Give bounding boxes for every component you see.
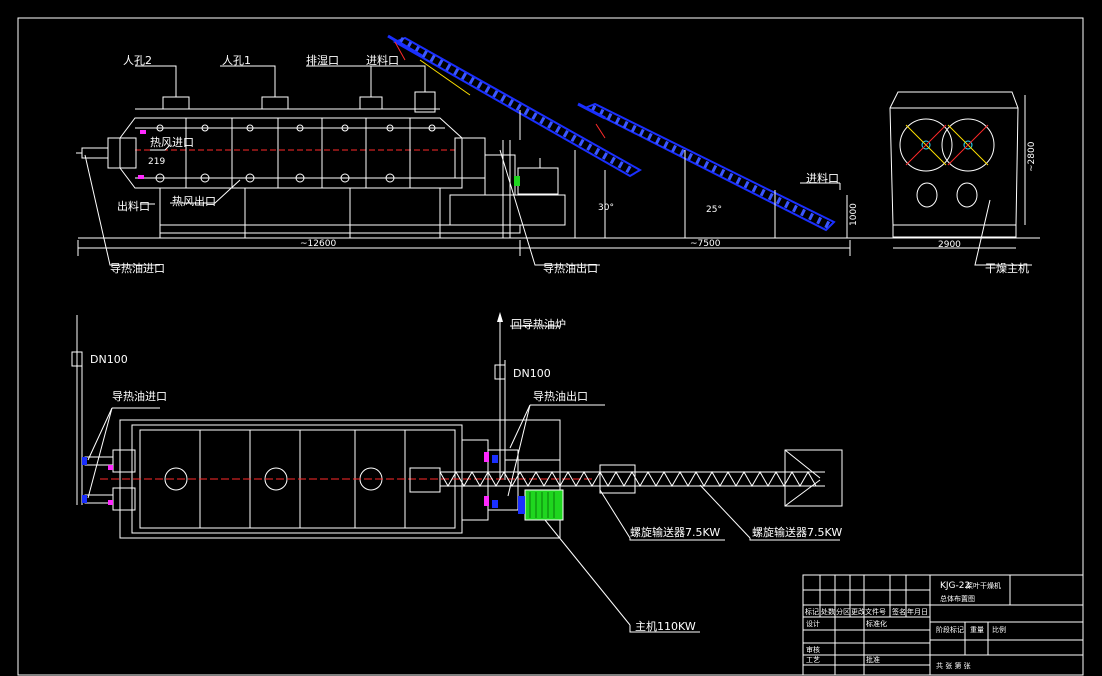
tb-sheets: 共 张 第 张: [936, 661, 971, 670]
label-oil-inlet-plan: 导热油进口: [112, 389, 167, 403]
screw-conveyor-plan: [439, 449, 843, 507]
title-model: KJG-22: [940, 581, 970, 591]
label-return-oil-furnace: 回导热油炉: [511, 317, 566, 331]
title-main: 总体布置图: [940, 594, 975, 603]
title-block: [802, 574, 1084, 676]
dim-angle-1: 30°: [598, 203, 614, 213]
tb-zone: 分区: [836, 607, 850, 616]
label-hot-air-inlet: 热风进口: [150, 136, 194, 149]
label-feed-port-right: 进料口: [806, 171, 839, 185]
tb-change: 更改文件号: [851, 607, 886, 616]
label-discharge-port: 出料口: [117, 199, 150, 213]
label-feed-port-top: 进料口: [366, 53, 399, 67]
dim-width-end: 2900: [938, 240, 961, 250]
end-view: [889, 91, 1026, 249]
label-dn100-left: DN100: [90, 353, 128, 366]
drawing-frame: [17, 17, 1084, 676]
dim-length-main: ~12600: [300, 239, 336, 249]
tb-scale: 比例: [992, 625, 1006, 634]
labels: 人孔2 人孔1 排湿口 进料口 热风进口 热风出口 出料口 导热油进口 导热油出…: [90, 53, 1037, 670]
dim-height-feed: 1000: [849, 203, 859, 226]
label-dn100-right: DN100: [513, 367, 551, 380]
dim-height-end: ~2800: [1027, 141, 1037, 172]
label-screw-conveyor-2: 螺旋输送器7.5KW: [752, 525, 842, 539]
label-exhaust-port: 排湿口: [306, 53, 339, 67]
label-hot-air-outlet: 热风出口: [172, 194, 216, 208]
label-screw-conveyor-1: 螺旋输送器7.5KW: [630, 525, 720, 539]
label-manhole-1: 人孔1: [222, 54, 251, 67]
tb-review: 审核: [806, 645, 820, 654]
label-oil-outlet-front: 导热油出口: [543, 261, 598, 275]
tb-mark: 标记: [805, 607, 819, 616]
leader-lines: [84, 65, 1032, 266]
tb-date: 年月日: [907, 607, 928, 616]
tb-sign: 签名: [892, 607, 906, 616]
title-subtitle: 桨叶干燥机: [966, 581, 1001, 590]
label-oil-inlet-front: 导热油进口: [110, 261, 165, 275]
tb-count: 处数: [821, 607, 835, 616]
label-main-motor: 主机110KW: [635, 619, 696, 633]
conveyor-1-elevation: [387, 34, 642, 178]
tb-approve: 批准: [866, 655, 880, 664]
plan-view: [71, 312, 843, 633]
dim-angle-2: 25°: [706, 205, 722, 215]
label-manhole-2: 人孔2: [123, 54, 152, 67]
label-dryer-main: 干燥主机: [985, 261, 1029, 275]
tb-process: 工艺: [806, 656, 820, 664]
tb-stage: 阶段标记: [936, 625, 964, 634]
front-elevation: [76, 34, 1040, 256]
tb-standard: 标准化: [866, 619, 887, 628]
label-oil-outlet-plan: 导热油出口: [533, 389, 588, 403]
dim-length-conveyor: ~7500: [690, 239, 721, 249]
conveyor-2-elevation: [577, 102, 836, 232]
dim-219: 219: [148, 157, 165, 167]
tb-design: 设计: [806, 619, 820, 628]
tb-weight: 重量: [970, 626, 984, 634]
